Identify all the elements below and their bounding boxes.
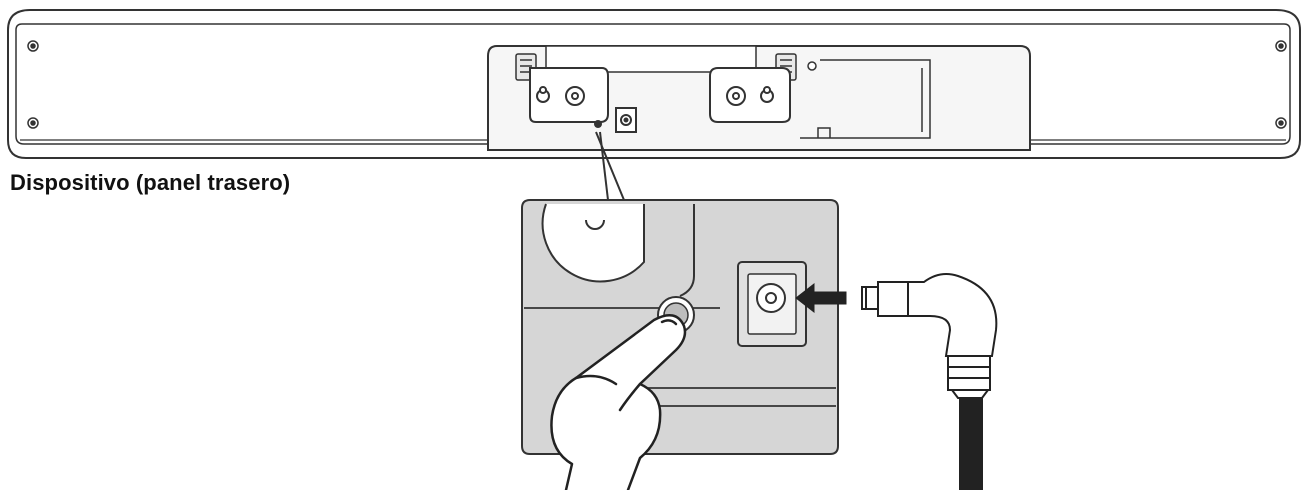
screw-icon bbox=[27, 40, 39, 52]
screw-icons bbox=[27, 40, 1287, 129]
insert-direction-arrow-icon bbox=[795, 282, 847, 314]
mounting-bracket-right bbox=[709, 67, 791, 123]
screw-icon bbox=[1275, 40, 1287, 52]
mounting-bracket-left bbox=[529, 67, 609, 123]
dc-jack-small bbox=[615, 107, 637, 133]
device-rear-panel-caption: Dispositivo (panel trasero) bbox=[10, 170, 291, 195]
screw-icon bbox=[27, 117, 39, 129]
reset-hole-small bbox=[594, 120, 602, 128]
screw-icon bbox=[1275, 117, 1287, 129]
dc-power-plug-icon bbox=[861, 273, 998, 491]
pointing-finger-icon bbox=[550, 313, 687, 492]
